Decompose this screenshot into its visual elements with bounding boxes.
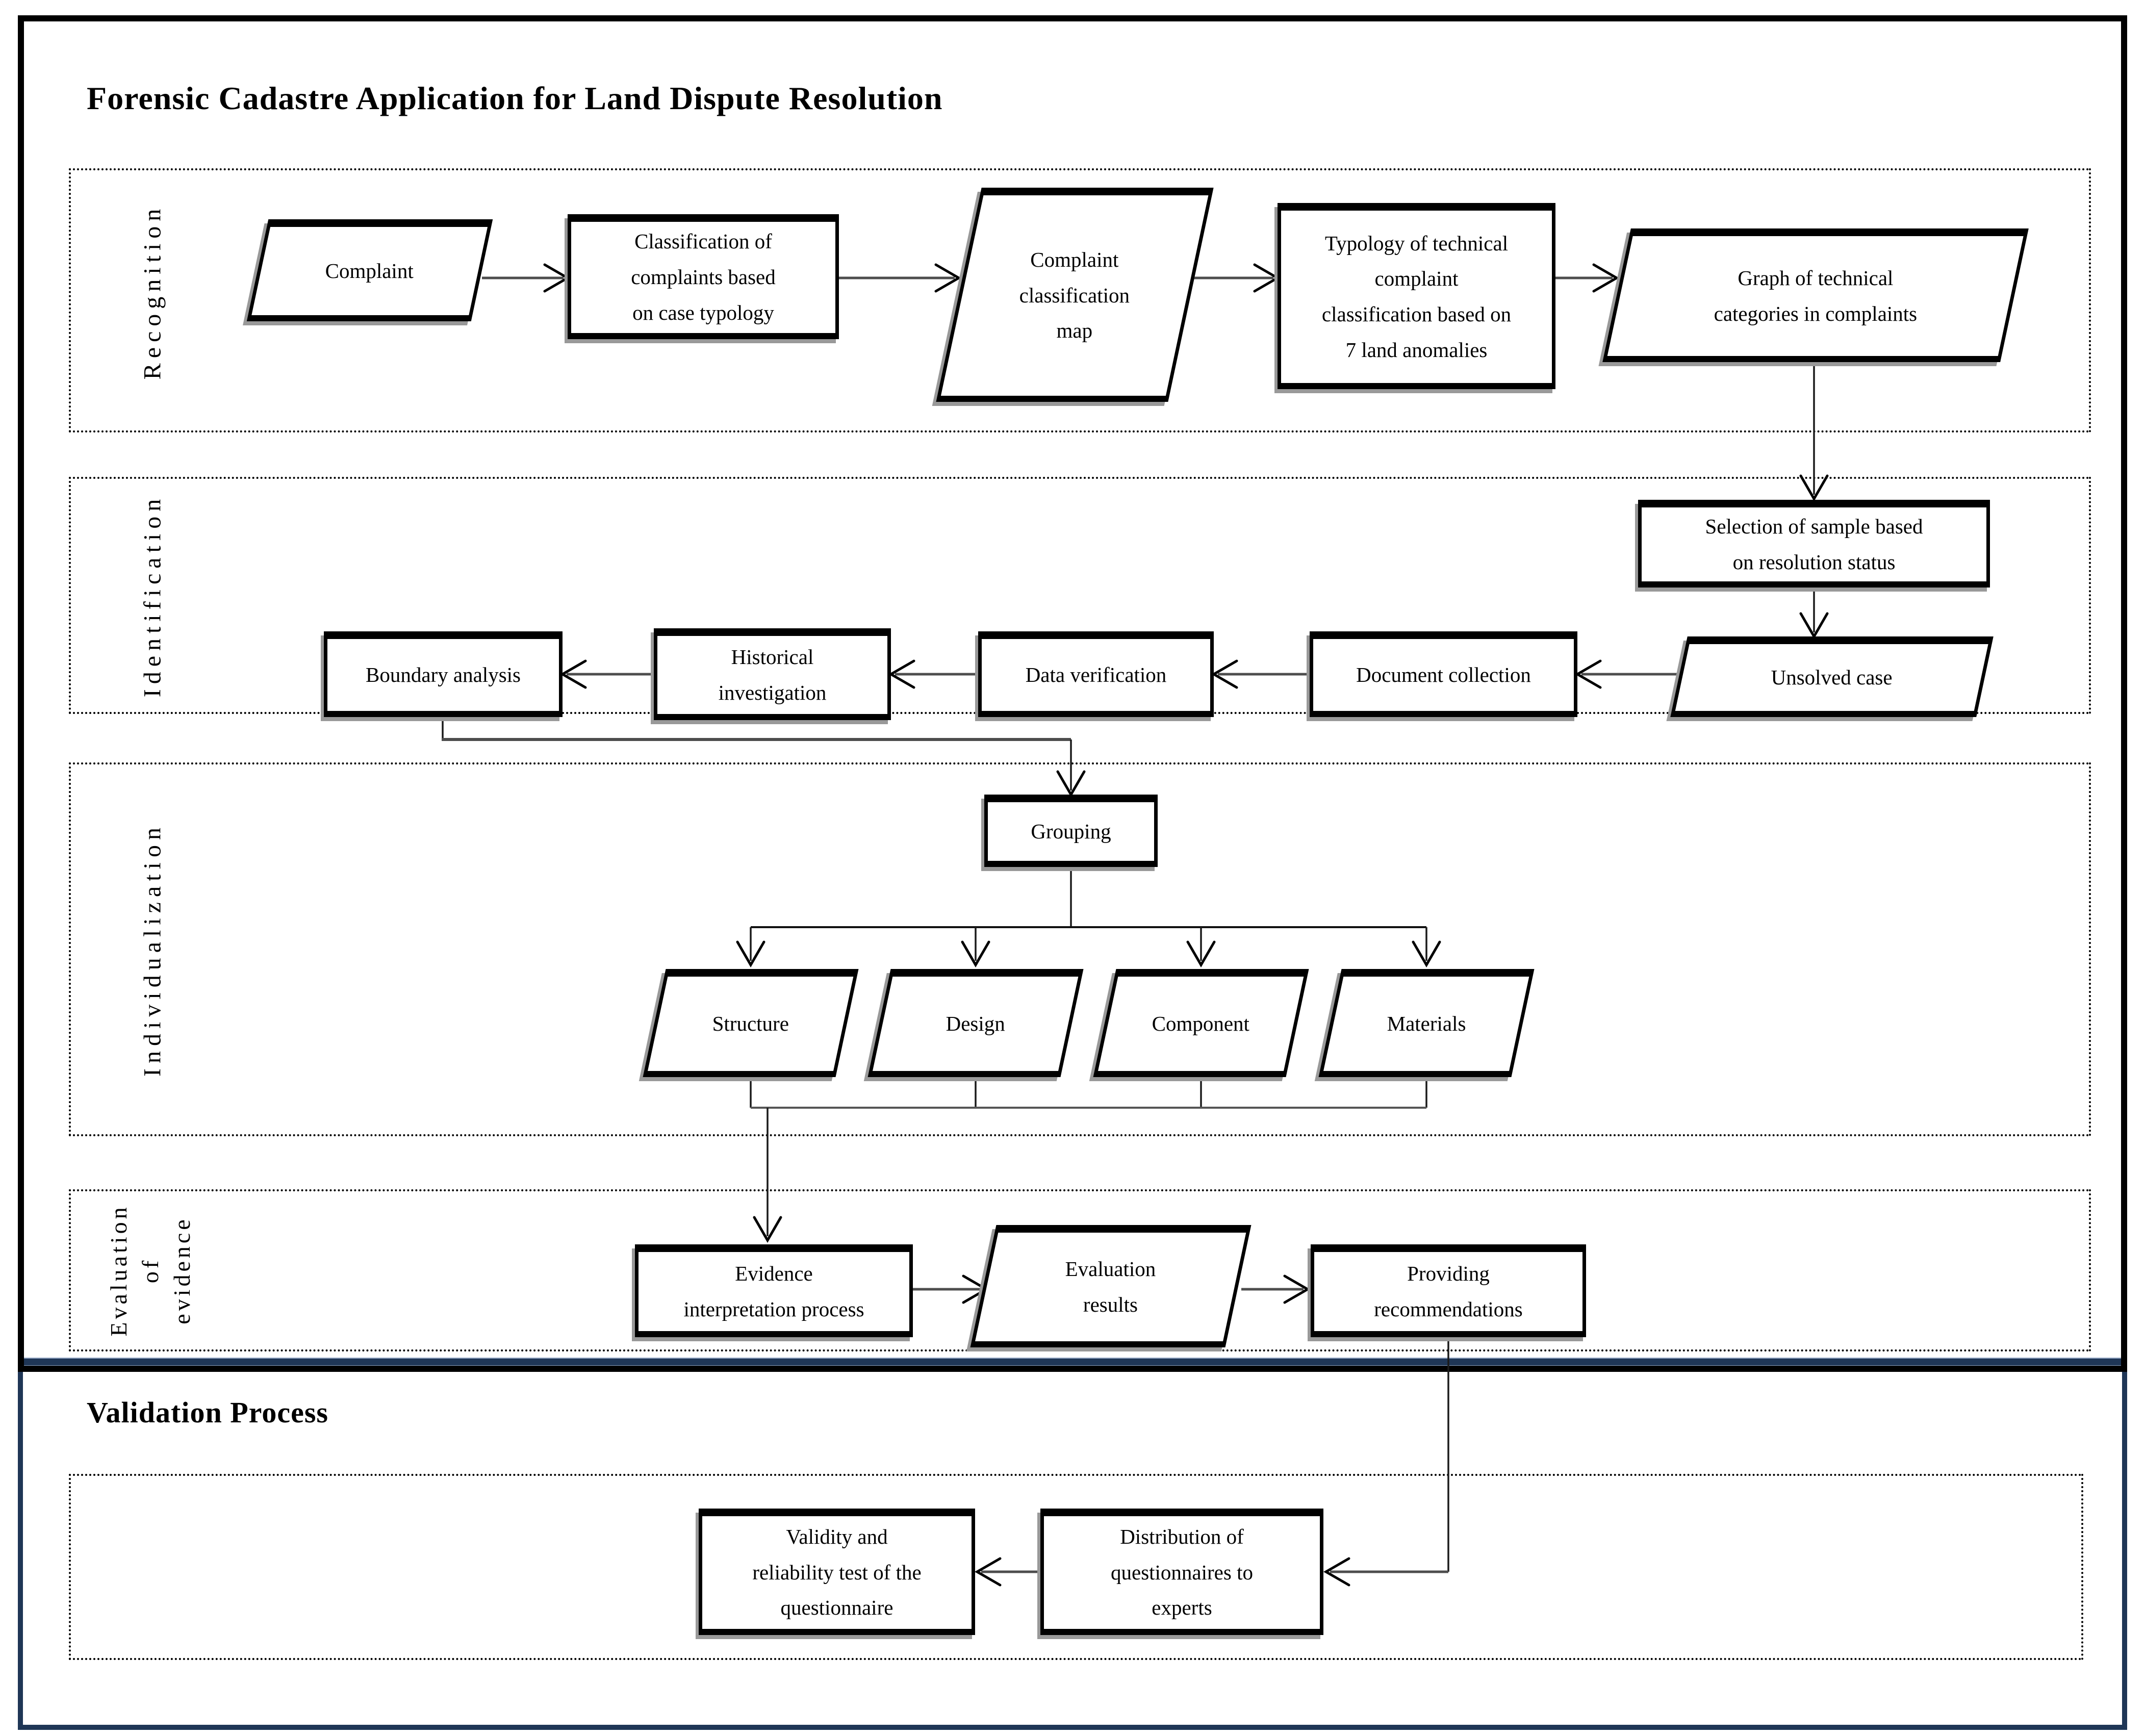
panel-divider-navy-strip — [24, 1358, 2121, 1366]
node-validity-reliability-test-label: Validity and reliability test of the que… — [752, 1524, 922, 1620]
node-document-collection-label: Document collection — [1356, 662, 1531, 686]
node-typology: Typology of technical complaint classifi… — [1278, 203, 1555, 389]
section-individualization — [69, 762, 2091, 1136]
node-classification-map-label: Complaint classification map — [1019, 247, 1130, 343]
node-unsolved-case: Unsolved case — [1670, 636, 1994, 717]
node-document-collection: Document collection — [1310, 631, 1577, 717]
node-selection: Selection of sample based on resolution … — [1638, 500, 1990, 588]
node-classification-map: Complaint classification map — [936, 188, 1214, 402]
node-grouping-label: Grouping — [1031, 819, 1111, 843]
section-label-evaluation-of-evidence: Evaluation of evidence — [105, 1204, 195, 1337]
node-distribution-questionnaires: Distribution of questionnaires to expert… — [1040, 1509, 1323, 1635]
section-validation — [69, 1474, 2083, 1660]
section-label-identification: Identification — [139, 494, 166, 698]
main-panel-title: Forensic Cadastre Application for Land D… — [87, 80, 943, 116]
node-classification-label: Classification of complaints based on ca… — [631, 229, 776, 324]
node-materials: Materials — [1318, 969, 1535, 1077]
node-classification: Classification of complaints based on ca… — [568, 214, 839, 339]
node-providing-recommendations: Providing recommendations — [1311, 1244, 1586, 1337]
node-historical-investigation-label: Historical investigation — [718, 645, 827, 704]
node-distribution-questionnaires-label: Distribution of questionnaires to expert… — [1111, 1524, 1253, 1620]
node-complaint-label: Complaint — [325, 259, 414, 283]
node-materials-label: Materials — [1387, 1011, 1466, 1035]
node-unsolved-case-label: Unsolved case — [1771, 665, 1893, 689]
node-historical-investigation: Historical investigation — [654, 628, 891, 720]
node-graph: Graph of technical categories in complai… — [1602, 228, 2029, 362]
node-validity-reliability-test: Validity and reliability test of the que… — [699, 1509, 975, 1635]
node-structure-label: Structure — [712, 1011, 789, 1035]
node-design-label: Design — [946, 1011, 1005, 1035]
node-evidence-interpretation-label: Evidence interpretation process — [683, 1261, 864, 1321]
node-design: Design — [867, 969, 1084, 1077]
node-boundary-analysis-label: Boundary analysis — [365, 662, 521, 686]
node-evaluation-results-label: Evaluation results — [1065, 1257, 1156, 1316]
node-structure: Structure — [643, 969, 859, 1077]
validation-panel-title: Validation Process — [87, 1396, 328, 1429]
node-boundary-analysis: Boundary analysis — [324, 631, 563, 717]
node-data-verification-label: Data verification — [1025, 662, 1167, 686]
node-selection-label: Selection of sample based on resolution … — [1705, 514, 1923, 574]
node-evidence-interpretation: Evidence interpretation process — [635, 1244, 913, 1337]
node-component-label: Component — [1152, 1011, 1250, 1035]
section-label-individualization: Individualization — [139, 823, 166, 1077]
node-component: Component — [1093, 969, 1309, 1077]
node-providing-recommendations-label: Providing recommendations — [1374, 1261, 1523, 1321]
section-label-recognition: Recognition — [139, 203, 166, 380]
section-evaluation — [69, 1189, 2091, 1351]
section-recognition — [69, 168, 2091, 432]
node-typology-label: Typology of technical complaint classifi… — [1321, 231, 1512, 362]
node-complaint: Complaint — [246, 219, 493, 321]
node-graph-label: Graph of technical categories in complai… — [1714, 266, 1917, 325]
node-evaluation-results: Evaluation results — [970, 1225, 1252, 1347]
node-data-verification: Data verification — [978, 631, 1214, 717]
node-grouping: Grouping — [984, 795, 1158, 867]
